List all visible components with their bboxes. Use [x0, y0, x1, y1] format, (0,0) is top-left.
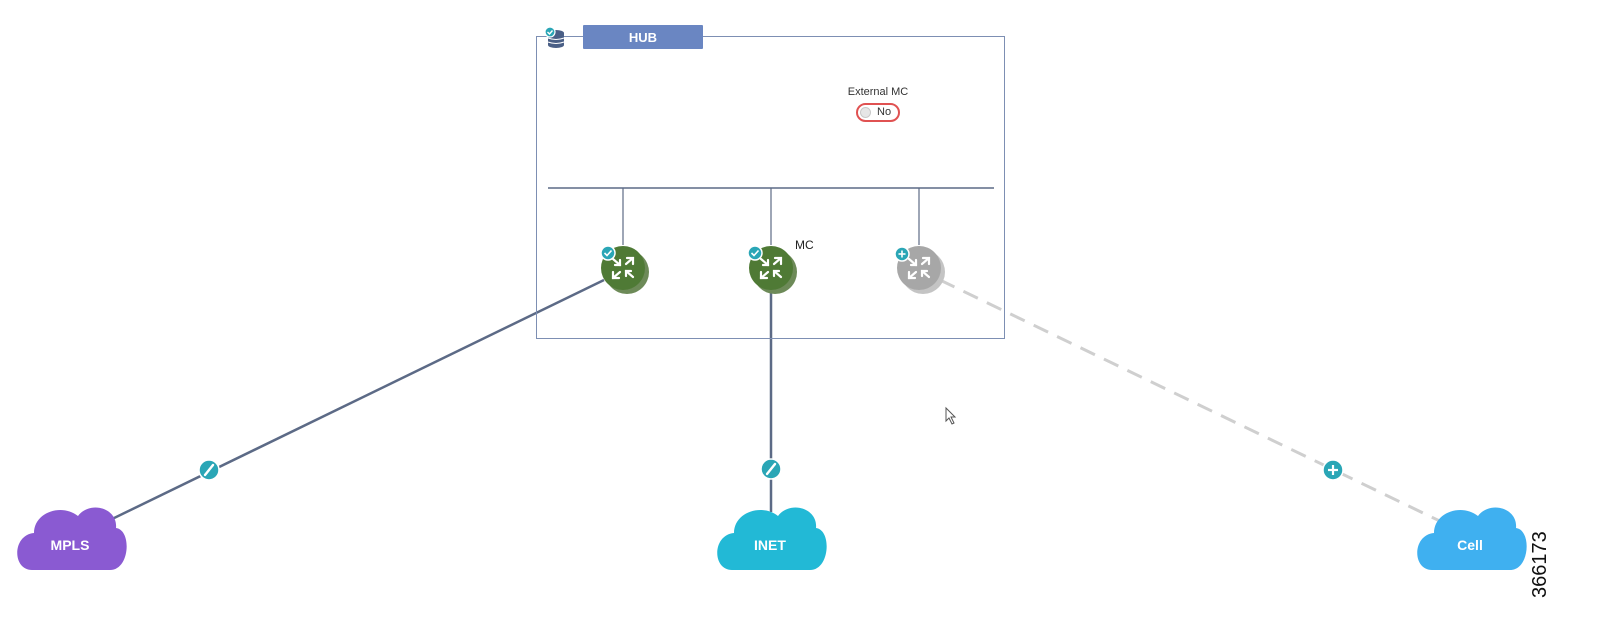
- cloud-label-inet: INET: [754, 537, 786, 553]
- link-mpls[interactable]: [107, 278, 605, 523]
- edit-link-mpls-icon[interactable]: [198, 459, 220, 481]
- edit-link-inet-icon[interactable]: [760, 458, 782, 480]
- router-role-label: MC: [795, 238, 814, 252]
- database-icon: [544, 26, 565, 48]
- external-mc-toggle[interactable]: No: [856, 103, 900, 122]
- router-inet[interactable]: [747, 245, 797, 294]
- link-cell-dashed[interactable]: [939, 278, 1449, 527]
- figure-number: 366173: [1529, 531, 1551, 598]
- hub-title[interactable]: HUB: [583, 25, 703, 49]
- cloud-label-mpls: MPLS: [50, 537, 90, 553]
- router-arrows-icon: [907, 256, 931, 280]
- hub-container: [536, 36, 1005, 339]
- router-cell[interactable]: [894, 246, 945, 294]
- toggle-value: No: [877, 106, 892, 118]
- cloud-cell[interactable]: [1417, 507, 1527, 570]
- external-mc-label: External MC: [847, 86, 909, 98]
- add-link-cell-icon[interactable]: [1322, 459, 1344, 481]
- router-arrows-icon: [759, 256, 783, 280]
- cloud-label-cell: Cell: [1457, 537, 1483, 553]
- cloud-mpls[interactable]: [17, 507, 127, 570]
- cloud-inet[interactable]: [717, 507, 827, 570]
- toggle-knob: [860, 107, 871, 118]
- router-mpls[interactable]: [600, 245, 649, 294]
- check-badge-icon: [600, 245, 616, 261]
- router-arrows-icon: [611, 256, 635, 280]
- check-badge-icon: [747, 245, 763, 261]
- mouse-cursor-icon: [945, 406, 957, 425]
- plus-badge-icon[interactable]: [894, 246, 910, 262]
